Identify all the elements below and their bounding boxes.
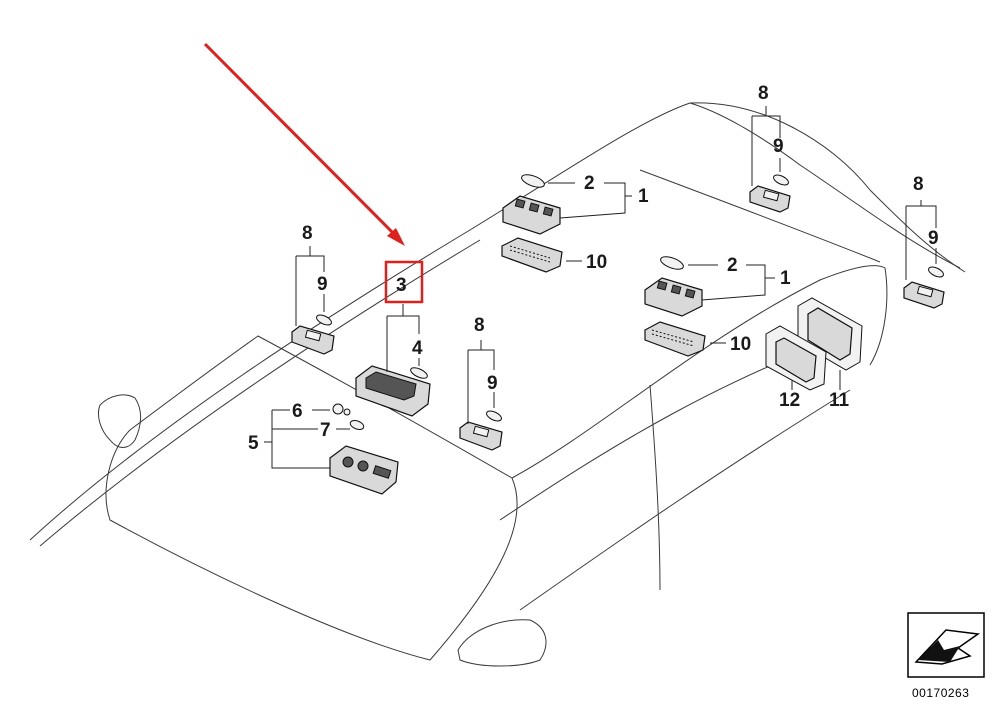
callout-9-left: 9 xyxy=(317,274,328,295)
lamp-8-upper-rear xyxy=(749,185,791,213)
car-roof-outline xyxy=(29,102,966,667)
callout-12: 12 xyxy=(779,390,800,411)
callout-9-upper-rear: 9 xyxy=(773,136,784,157)
reading-light-rear xyxy=(644,277,703,317)
callout-1-upper: 1 xyxy=(638,186,649,207)
callout-2-rear: 2 xyxy=(727,255,738,276)
bulb-9-left xyxy=(316,314,332,326)
lamp-8-left xyxy=(291,325,335,355)
leaders-11-12 xyxy=(791,370,841,390)
front-light-5 xyxy=(329,445,399,495)
callout-8-upper-rear: 8 xyxy=(758,83,769,104)
cover-10-rear xyxy=(644,321,706,357)
leader-5-6-7 xyxy=(264,409,350,469)
callout-11: 11 xyxy=(829,390,850,411)
bulb-9-center xyxy=(486,410,502,422)
reading-light-upper xyxy=(502,195,561,235)
leader-8-9-upper-rear xyxy=(751,106,781,186)
bulb-9-upper-rear xyxy=(773,174,789,186)
leader-8-9-left xyxy=(295,246,325,326)
lamp-8-center xyxy=(459,421,503,451)
bulb-9-far-right xyxy=(928,266,944,278)
leaders-upper-1-2-10 xyxy=(548,182,632,262)
direction-arrow-icon xyxy=(907,612,985,678)
diagram-code: 00170263 xyxy=(912,686,969,700)
callout-8-far-right: 8 xyxy=(913,174,924,195)
pointer-arrow xyxy=(203,42,405,246)
bulb-7 xyxy=(349,420,365,430)
leaders-rear-1-2-10 xyxy=(688,264,775,344)
callout-7: 7 xyxy=(320,420,331,441)
leader-3-4 xyxy=(386,304,420,372)
callout-8-left: 8 xyxy=(302,223,313,244)
callout-10-rear: 10 xyxy=(730,334,751,355)
bulb-2-upper xyxy=(521,174,545,188)
callout-6: 6 xyxy=(292,401,303,422)
callout-10-upper: 10 xyxy=(586,252,607,273)
callout-9-far-right: 9 xyxy=(928,228,939,249)
callout-9-center: 9 xyxy=(487,373,498,394)
bulb-2-rear xyxy=(660,256,684,270)
leader-8-9-far-right xyxy=(905,200,937,280)
bulb-4 xyxy=(410,367,428,379)
frame-12 xyxy=(765,325,827,391)
callout-2-upper: 2 xyxy=(584,173,595,194)
interior-light-3 xyxy=(355,365,431,417)
screw-6 xyxy=(332,403,351,416)
callout-8-center: 8 xyxy=(474,315,485,336)
cover-10-upper xyxy=(501,237,563,273)
leader-8-9-center xyxy=(467,340,495,424)
callout-4: 4 xyxy=(412,338,423,359)
callout-3: 3 xyxy=(396,275,407,296)
lamp-8-far-right xyxy=(903,281,945,309)
highlight-box-3 xyxy=(384,260,424,304)
callout-5: 5 xyxy=(248,433,259,454)
callout-1-rear: 1 xyxy=(780,268,791,289)
